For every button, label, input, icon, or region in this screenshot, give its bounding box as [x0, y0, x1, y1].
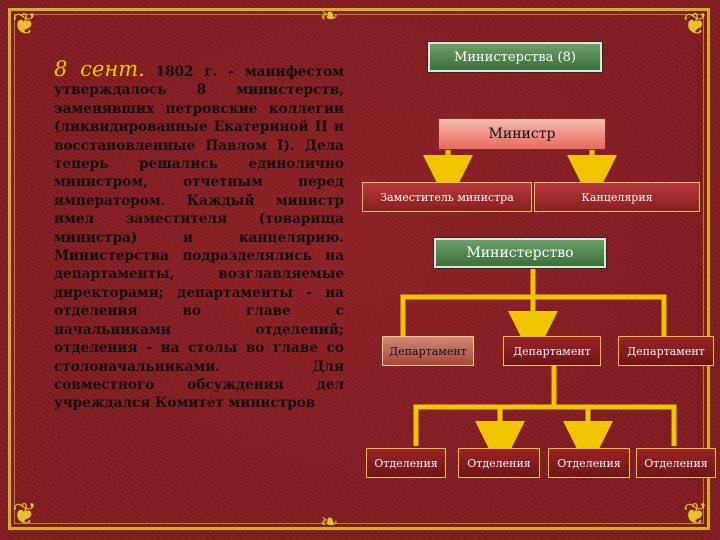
section-box-4: Отделения — [636, 448, 716, 478]
section-box-2: Отделения — [458, 448, 540, 478]
ornament-bottom-center-icon: ❧ — [320, 510, 339, 535]
section-box-3: Отделения — [548, 448, 630, 478]
ornament-bottom-left-icon: ❦ — [12, 497, 38, 532]
description-body: 1802 г. - манифестом утверждалось 8 мини… — [54, 64, 344, 412]
ornament-top-center-icon: ❧ — [320, 4, 339, 29]
ministries-box: Министерства (8) — [428, 42, 602, 72]
department-box-3: Департамент — [618, 336, 714, 366]
department-box-2: Департамент — [503, 336, 601, 366]
ministry-box: Министерство — [434, 238, 606, 268]
department-box-1: Департамент — [382, 336, 474, 366]
gold-frame-inner — [14, 14, 704, 524]
ornament-top-left-icon: ❦ — [12, 7, 38, 42]
deputy-minister-box: Заместитель министра — [362, 182, 532, 212]
date-label: 8 сент. — [54, 57, 145, 81]
ornament-bottom-right-icon: ❦ — [682, 497, 708, 532]
ornament-top-right-icon: ❦ — [682, 7, 708, 42]
minister-box: Министр — [438, 118, 606, 150]
section-box-1: Отделения — [366, 448, 446, 478]
description-text: 8 сент. 1802 г. - манифестом утверждалос… — [54, 57, 344, 413]
chancellery-box: Канцелярия — [534, 182, 700, 212]
gold-frame — [8, 8, 710, 530]
